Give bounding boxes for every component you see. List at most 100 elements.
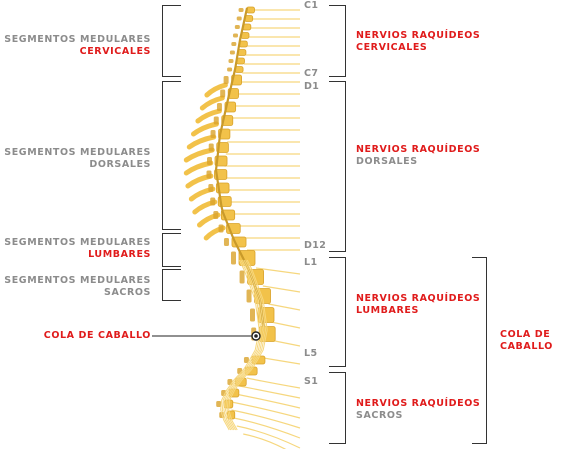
bracket-lumbar-segments	[162, 233, 181, 267]
vertebral-process	[220, 89, 226, 98]
label-sacral-nerves: NERVIOS RAQUÍDEOS SACROS	[356, 398, 480, 422]
label-dorsal-nerves-line1: NERVIOS RAQUÍDEOS	[356, 144, 481, 155]
bracket-cervical-segments	[162, 5, 181, 77]
spinal-nerves	[224, 9, 301, 449]
level-d12: D12	[304, 240, 327, 251]
level-s1: S1	[304, 376, 319, 387]
vertebral-process	[231, 251, 236, 265]
label-cervical-nerves-line2: CERVICALES	[356, 42, 428, 53]
vertebral-process	[216, 401, 222, 407]
nerve-line	[239, 385, 301, 399]
label-sacral-nerves-line2: SACROS	[356, 410, 403, 421]
cauda-pointer-dot-center	[254, 334, 258, 338]
vertebral-process	[239, 270, 245, 284]
vertebral-process	[250, 308, 255, 322]
label-sacral-nerves-line1: NERVIOS RAQUÍDEOS	[356, 398, 481, 409]
rib	[204, 82, 228, 98]
nerve-line	[233, 417, 301, 439]
vertebral-process	[213, 211, 219, 219]
nerve-line	[263, 357, 301, 365]
nerve-line	[243, 433, 287, 449]
bracket-lumbar-nerves	[329, 257, 346, 367]
bracket-sacral-nerves	[329, 372, 346, 444]
label-dorsal-segments-line2: DORSALES	[89, 159, 151, 170]
nerve-line	[236, 425, 301, 449]
bracket-dorsal-segments	[162, 81, 181, 230]
vertebral-process	[238, 8, 244, 12]
bracket-sacral-segments	[162, 269, 181, 301]
vertebral-process	[227, 67, 233, 72]
bracket-cauda-equina	[472, 257, 487, 444]
nerve-line	[246, 377, 301, 389]
label-sacral-segments: SEGMENTOS MEDULARES SACROS	[0, 275, 151, 299]
level-d1: D1	[304, 81, 320, 92]
nerve-line	[235, 393, 301, 409]
label-dorsal-segments-line1: SEGMENTOS MEDULARES	[4, 147, 151, 158]
label-lumbar-segments: SEGMENTOS MEDULARES LUMBARES	[0, 237, 151, 261]
bracket-cervical-nerves	[329, 5, 346, 77]
label-sacral-segments-line1: SEGMENTOS MEDULARES	[4, 275, 151, 286]
label-lumbar-segments-line2: LUMBARES	[88, 249, 151, 260]
cauda-fiber	[220, 259, 260, 431]
rib	[195, 108, 222, 124]
vertebral-process	[229, 50, 235, 55]
label-cervical-nerves: NERVIOS RAQUÍDEOS CERVICALES	[356, 30, 480, 54]
level-c1: C1	[304, 0, 319, 11]
nerve-line	[231, 401, 301, 419]
label-sacral-segments-line2: SACROS	[104, 287, 151, 298]
label-lumbar-nerves-line2: LUMBARES	[356, 305, 419, 316]
rib	[199, 95, 225, 111]
vertebral-process	[207, 157, 213, 165]
label-cauda-equina-right: COLA DE CABALLO	[500, 329, 553, 353]
vertebral-process	[206, 170, 212, 179]
cauda-fiber	[224, 259, 265, 431]
vertebral-process	[243, 357, 249, 363]
label-cauda-equina-right-line2: CABALLO	[500, 341, 553, 352]
vertebral-process	[234, 25, 240, 29]
label-cervical-segments: SEGMENTOS MEDULARES CERVICALES	[0, 34, 151, 58]
cauda-fiber	[223, 259, 263, 431]
level-l1: L1	[304, 257, 318, 268]
vertebral-process	[223, 238, 229, 246]
nerve-line	[262, 285, 301, 293]
vertebral-process	[236, 16, 242, 21]
vertebral-process	[213, 116, 219, 125]
vertebral-process	[231, 42, 237, 46]
vertebral-body	[246, 6, 255, 14]
vertebral-process	[223, 76, 229, 84]
label-cervical-segments-line2: CERVICALES	[79, 46, 151, 57]
level-c7: C7	[304, 68, 319, 79]
vertebral-process	[232, 33, 238, 38]
label-dorsal-segments: SEGMENTOS MEDULARES DORSALES	[0, 147, 151, 171]
nerve-line	[270, 321, 301, 329]
nerve-line	[231, 409, 301, 429]
label-dorsal-nerves-line2: DORSALES	[356, 156, 418, 167]
rib	[190, 121, 219, 137]
cauda-equina-fibers	[220, 259, 268, 431]
label-lumbar-nerves-line1: NERVIOS RAQUÍDEOS	[356, 293, 481, 304]
nerve-line	[268, 303, 301, 311]
vertebral-process	[228, 59, 234, 63]
level-l5: L5	[304, 348, 318, 359]
vertebral-process	[208, 143, 214, 152]
vertebral-process	[210, 130, 216, 138]
label-lumbar-nerves: NERVIOS RAQUÍDEOS LUMBARES	[356, 293, 480, 317]
nerve-line	[255, 267, 301, 275]
cauda-fiber	[228, 259, 268, 431]
label-cauda-equina-right-line1: COLA DE	[500, 329, 551, 340]
vertebral-process	[216, 103, 222, 111]
bracket-dorsal-nerves	[329, 81, 346, 252]
vertebral-process	[210, 197, 216, 206]
label-cervical-segments-line1: SEGMENTOS MEDULARES	[4, 34, 151, 45]
vertebral-process	[246, 289, 252, 303]
label-cervical-nerves-line1: NERVIOS RAQUÍDEOS	[356, 30, 481, 41]
vertebrae	[206, 6, 276, 420]
label-lumbar-segments-line1: SEGMENTOS MEDULARES	[4, 237, 151, 248]
label-dorsal-nerves: NERVIOS RAQUÍDEOS DORSALES	[356, 144, 480, 168]
vertebral-process	[218, 224, 224, 233]
cauda-fiber	[221, 259, 262, 431]
label-cauda-equina-left: COLA DE CABALLO	[43, 330, 151, 341]
cauda-fiber	[226, 259, 267, 431]
vertebral-process	[208, 184, 214, 192]
